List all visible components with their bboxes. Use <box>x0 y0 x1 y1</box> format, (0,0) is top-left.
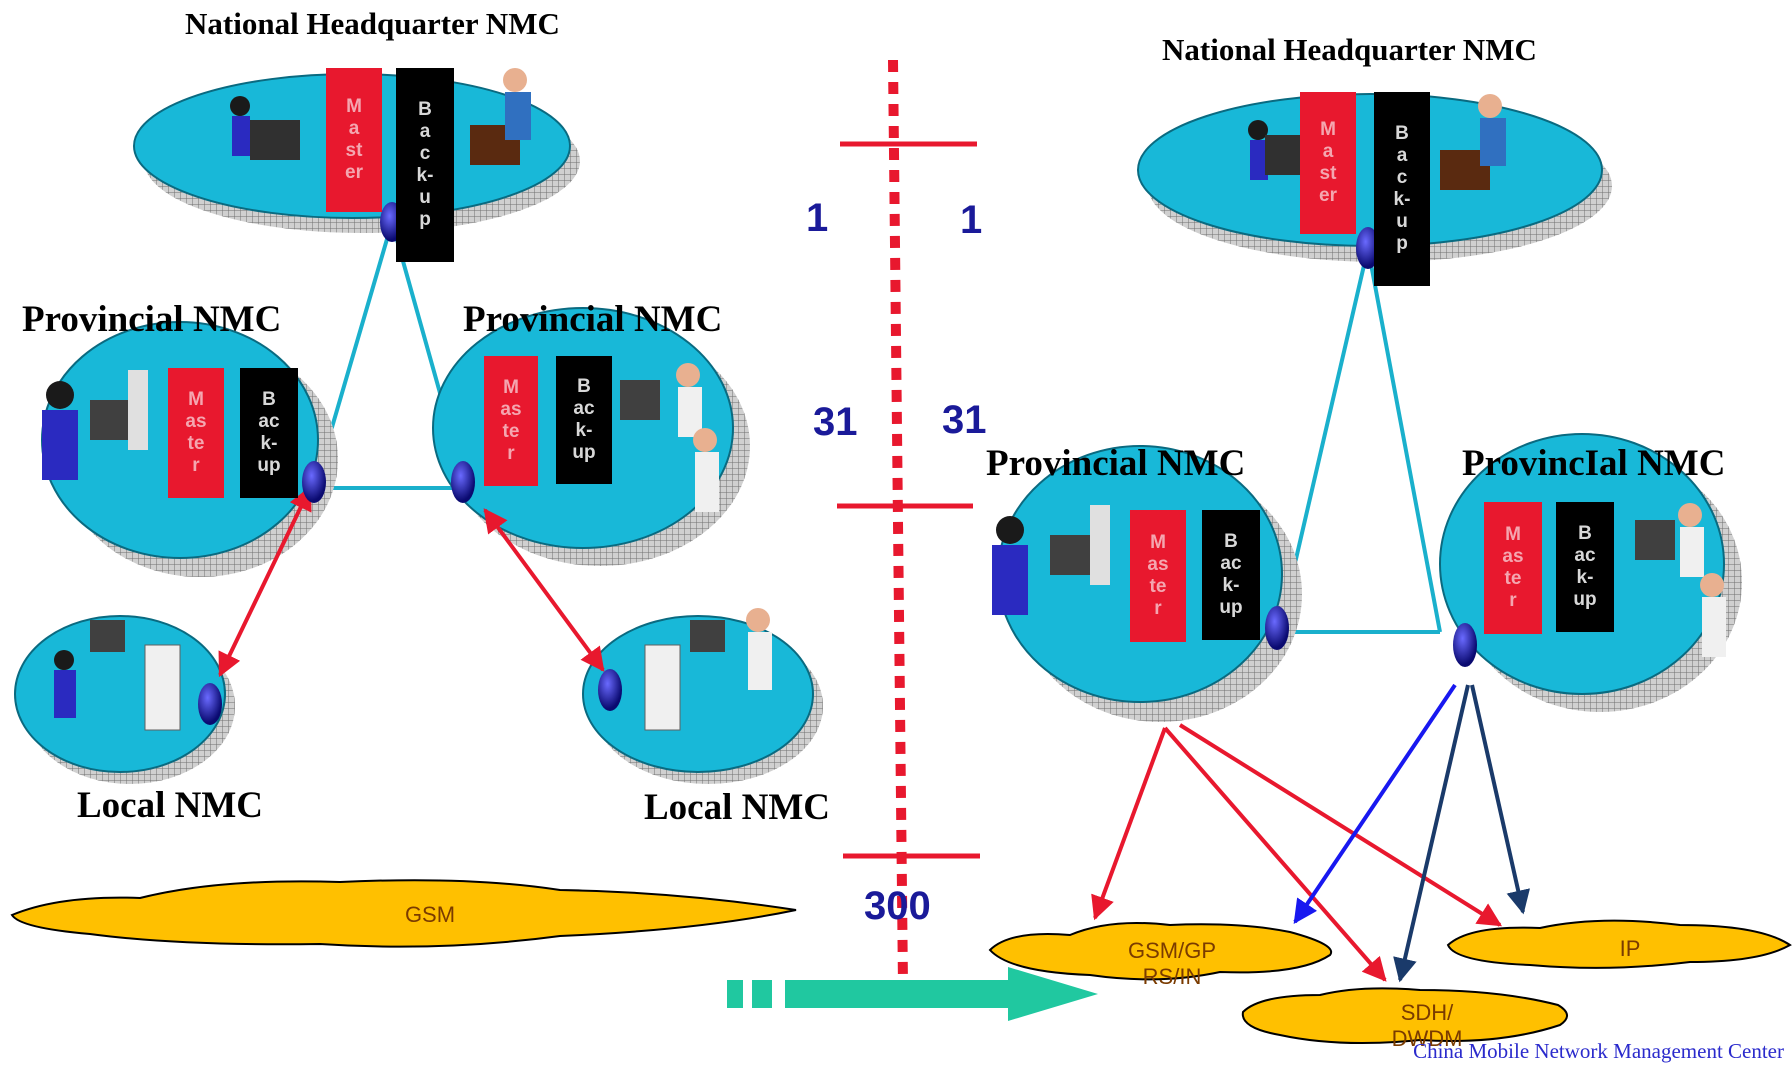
operator-figure <box>1635 503 1726 657</box>
count-top-right: 1 <box>960 198 983 242</box>
backup-server: B ac k- up <box>1556 502 1614 632</box>
right-national-title: National Headquarter NMC <box>1162 32 1537 67</box>
operator-figure <box>230 68 531 165</box>
gsm-label: GSM <box>404 902 456 927</box>
backup-server: B ac k- up <box>240 368 298 498</box>
gsm-gprs-in-label: GSM/GP RS/IN <box>1127 938 1216 989</box>
ip-cloud <box>1446 919 1792 969</box>
gsm-gprs-in-cloud <box>988 921 1333 981</box>
right-network-arrows <box>1091 683 1530 983</box>
right-links <box>1278 247 1442 634</box>
connector-ball <box>1453 623 1477 667</box>
connector-ball <box>451 461 475 503</box>
arrow-provincial-local-right <box>483 508 605 672</box>
transition-arrow <box>727 967 1098 1021</box>
operator-figure <box>42 370 148 480</box>
center-divider <box>837 59 980 986</box>
master-server: M as te r <box>168 368 224 498</box>
master-server: M as te r <box>1130 510 1186 642</box>
connector-ball <box>302 461 326 503</box>
left-local-right-title: Local NMC <box>644 787 830 828</box>
operator-figure <box>644 608 772 731</box>
master-server: M as te r <box>484 356 538 486</box>
backup-server: B ac k- up <box>556 356 612 484</box>
footer-credit: China Mobile Network Management Center <box>1413 1039 1784 1063</box>
master-server: M a st er <box>326 68 382 212</box>
left-local-left-title: Local NMC <box>77 785 263 826</box>
master-server: M as te r <box>1484 502 1542 634</box>
count-mid-left: 31 <box>813 400 858 444</box>
left-local-right-node <box>582 608 823 784</box>
backup-server: B a c k- u p <box>1374 92 1430 286</box>
operator-figure <box>992 505 1110 615</box>
connector-ball <box>598 669 622 711</box>
operator-figure <box>54 620 181 731</box>
count-mid-right: 31 <box>942 398 987 442</box>
count-top-left: 1 <box>806 196 829 240</box>
sdh-dwdm-cloud <box>1241 987 1568 1045</box>
backup-server: B a c k- u p <box>396 68 454 262</box>
connector-ball <box>198 683 222 725</box>
left-provincial-right-title: Provincial NMC <box>463 299 723 340</box>
arrow-provincial-local-left <box>218 485 312 678</box>
left-provincial-left-title: Provincial NMC <box>22 299 282 340</box>
ip-label: IP <box>1619 936 1641 961</box>
gsm-cloud <box>10 879 797 948</box>
sdh-dwdm-label: SDH/ DWDM <box>1391 1000 1463 1051</box>
right-provincial-left-title: Provincial NMC <box>986 443 1246 484</box>
count-bottom: 300 <box>864 884 931 928</box>
master-server: M a st er <box>1300 92 1356 234</box>
backup-server: B ac k- up <box>1202 510 1260 640</box>
left-national-title: National Headquarter NMC <box>185 6 560 41</box>
left-local-left-node <box>14 615 235 784</box>
operator-figure <box>620 363 719 512</box>
connector-ball <box>1265 606 1289 650</box>
right-provincial-right-title: ProvincIal NMC <box>1462 443 1726 484</box>
